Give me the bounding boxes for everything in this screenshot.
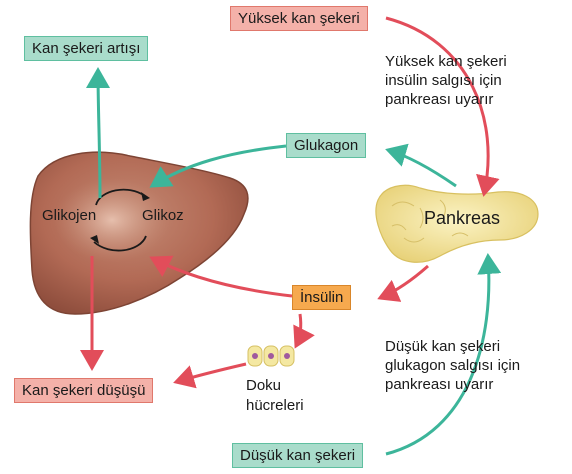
glucose-label: Glikoz [142,207,184,224]
high-sugar-note-line-2: insülin salgısı için [385,71,507,90]
high-sugar-note-line-3: pankreası uyarır [385,90,507,109]
high-sugar-note: Yüksek kan şekeri insülin salgısı için p… [385,52,507,109]
tissue-label-line-2: hücreleri [246,396,304,416]
tissue-cells-label: Doku hücreleri [246,376,304,416]
glycogen-label: Glikojen [42,207,96,224]
tissue-label-line-1: Doku [246,376,304,396]
arrow-insulin-to-tissue [296,314,301,346]
low-sugar-note: Düşük kan şekeri glukagon salgısı için p… [385,337,520,394]
low-sugar-note-line-1: Düşük kan şekeri [385,337,520,356]
pancreas-label: Pankreas [424,208,500,229]
low-sugar-note-line-3: pankreası uyarır [385,375,520,394]
arrow-pancreas-to-glucagon [388,150,456,186]
high-blood-sugar-box: Yüksek kan şekeri [230,6,368,31]
glucagon-box: Glukagon [286,133,366,158]
low-blood-sugar-box: Düşük kan şekeri [232,443,363,468]
blood-sugar-increase-box: Kan şekeri artışı [24,36,148,61]
blood-sugar-decrease-box: Kan şekeri düşüşü [14,378,153,403]
tissue-cells [248,346,294,366]
arrow-tissue-to-decrease [176,364,246,382]
arrow-pancreas-to-insulin [380,266,428,298]
liver [30,152,248,314]
insulin-box: İnsülin [292,285,351,310]
low-sugar-note-line-2: glukagon salgısı için [385,356,520,375]
high-sugar-note-line-1: Yüksek kan şekeri [385,52,507,71]
